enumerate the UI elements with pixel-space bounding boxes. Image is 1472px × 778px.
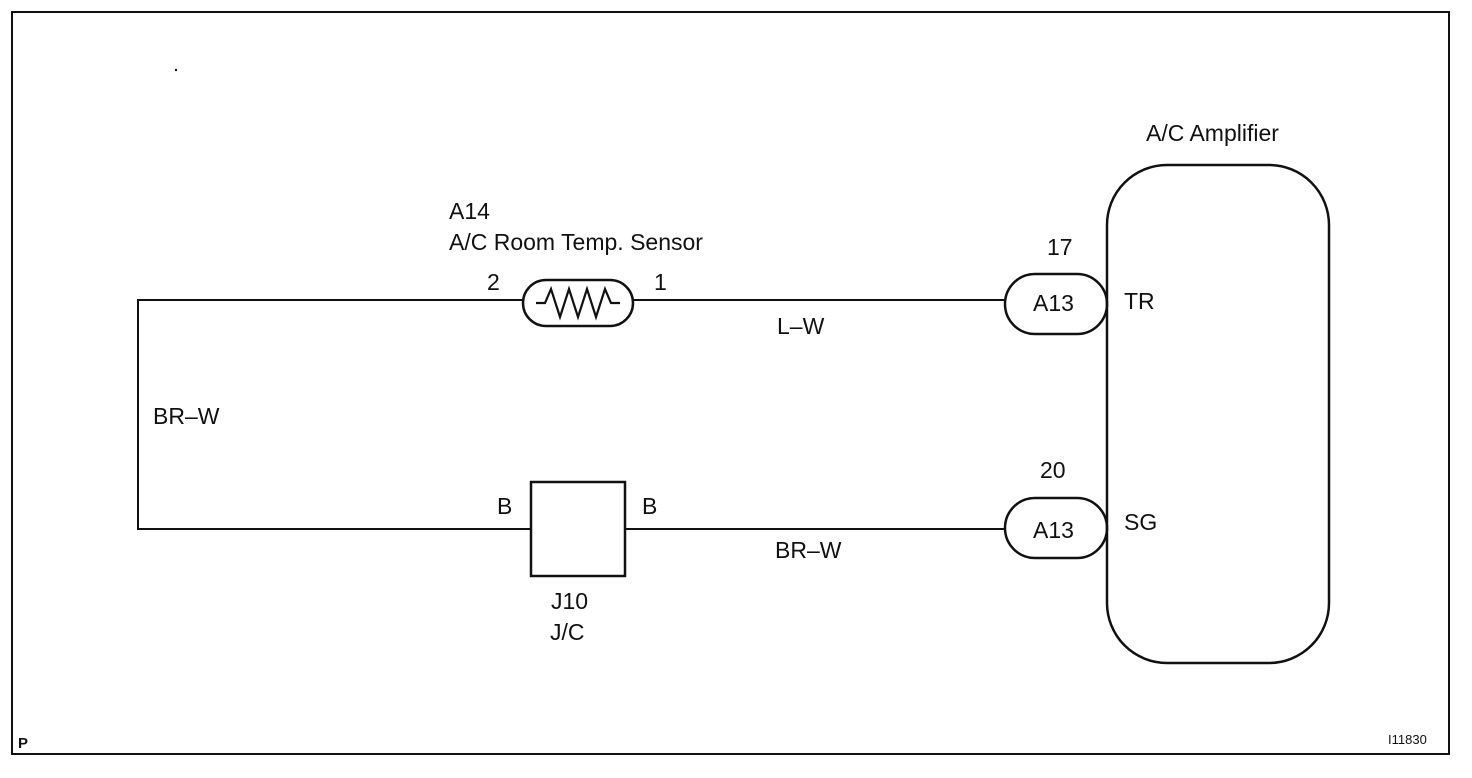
thermistor-resistor-icon [536,285,620,321]
sensor-body [521,278,635,328]
connector-top-pin: 17 [1047,234,1073,260]
connector-top-id: A13 [1033,290,1074,316]
wire-br-w-left [137,299,531,530]
terminal-sg-label: SG [1124,509,1157,535]
junction-pin-right: B [642,493,657,519]
terminal-tr-label: TR [1124,288,1155,314]
stray-dot [174,68,178,72]
figure-code: I11830 [1388,732,1427,747]
connector-bottom-pin: 20 [1040,457,1066,483]
page-letter: P [18,735,28,752]
diagram-frame [11,11,1450,755]
amplifier-title: A/C Amplifier [1146,120,1279,146]
junction-box [529,480,627,578]
wire-label-bottom-right: BR–W [775,537,842,563]
junction-pin-left: B [497,493,512,519]
connector-top-body [1003,272,1109,336]
sensor-pin-left: 2 [487,269,500,295]
wire-label-top-right: L–W [777,313,825,339]
amplifier-body [1105,163,1331,665]
sensor-pin-right: 1 [654,269,667,295]
junction-name: J/C [550,619,585,645]
sensor-name: A/C Room Temp. Sensor [449,229,703,255]
junction-id: J10 [551,588,588,614]
wire-label-left-vertical: BR–W [153,403,220,429]
sensor-connector-id: A14 [449,198,490,224]
connector-bottom-id: A13 [1033,517,1074,543]
